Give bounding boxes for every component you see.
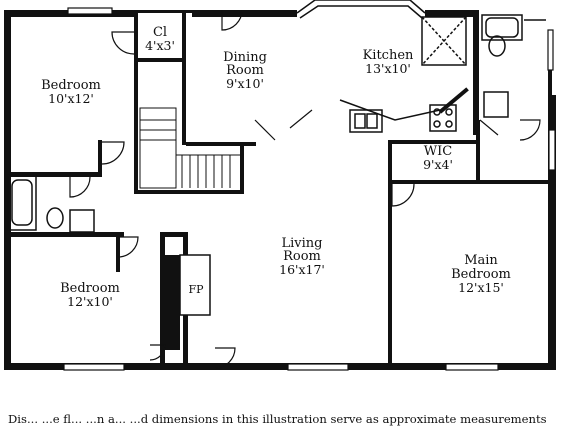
windows (63, 7, 556, 371)
staircase (139, 107, 244, 189)
bedroom-top-name: Bedroom (41, 78, 101, 93)
bathroom-fixtures (7, 14, 546, 233)
main-bedroom-dim: 12'x15' (458, 280, 504, 295)
bedroom-bottom-dim: 12'x10' (67, 294, 113, 309)
living-name-2: Room (283, 249, 321, 264)
wic-name: WIC (424, 144, 452, 159)
wic-dim: 9'x4' (423, 157, 453, 172)
fireplace: FP (160, 254, 211, 350)
kitchen-counters (296, 0, 467, 133)
dining-dim: 9'x10' (226, 76, 264, 91)
bedroom-bottom-name: Bedroom (60, 281, 120, 296)
dining-name-1: Dining (223, 50, 267, 65)
kitchen-name: Kitchen (363, 48, 414, 63)
living-dim: 16'x17' (279, 262, 325, 277)
exterior-walls (4, 10, 556, 370)
kitchen-dim: 13'x10' (365, 61, 411, 76)
room-labels: Bedroom 10'x12' Cl 4'x3' Dining Room 9'x… (41, 25, 511, 309)
disclaimer-text: Dis... ...e fl... ...n a... ...d dimensi… (8, 412, 547, 426)
fireplace-label: FP (188, 283, 204, 296)
closet-name: Cl (153, 25, 167, 40)
main-bedroom-name-1: Main (464, 253, 498, 268)
dining-name-2: Room (226, 63, 264, 78)
living-name-1: Living (282, 236, 323, 251)
doors (69, 9, 541, 369)
main-bedroom-name-2: Bedroom (451, 267, 511, 282)
bedroom-top-dim: 10'x12' (48, 91, 94, 106)
closet-dim: 4'x3' (145, 38, 175, 53)
